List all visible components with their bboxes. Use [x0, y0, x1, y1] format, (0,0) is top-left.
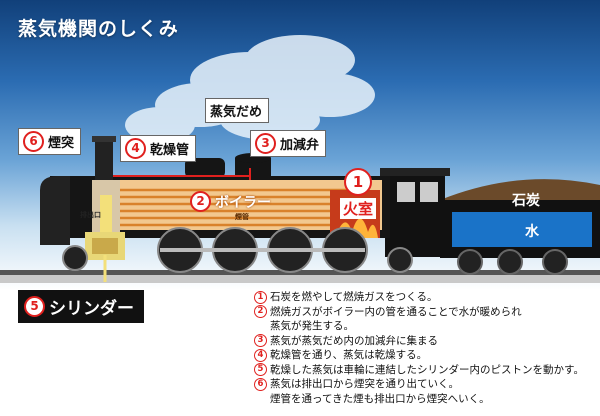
label-exhaust: 排出口: [80, 211, 101, 219]
number-badge: 6: [23, 131, 44, 152]
note-number: 6: [254, 377, 267, 391]
note-number: 2: [254, 305, 267, 319]
number-badge: 1: [344, 168, 372, 196]
label-throttle-valve: 3 加減弁: [250, 130, 327, 157]
note-line: 1 石炭を燃やして燃焼ガスをつくる。: [254, 290, 584, 305]
number-badge: 4: [125, 138, 146, 159]
label-text: 火室: [340, 198, 377, 219]
steam-dome: [235, 158, 271, 180]
note-text: 乾燥管を通り、蒸気は乾燥する。: [270, 349, 428, 361]
exhaust-pipe: [100, 195, 112, 235]
label-firebox: 1 火室: [340, 168, 377, 219]
note-number: 5: [254, 363, 267, 377]
chimney-stack: [95, 140, 113, 180]
boiler-body: [40, 136, 390, 245]
note-line: 5 乾燥した蒸気は車輪に連結したシリンダー内のピストンを動かす。: [254, 363, 584, 378]
note-text: 蒸気は排出口から煙突を通り出ていく。: [270, 378, 459, 390]
label-dryer-pipe: 4 乾燥管: [120, 135, 197, 162]
label-cylinder: 5 シリンダー: [18, 290, 144, 323]
note-number: 1: [254, 290, 267, 304]
note-line: 4 乾燥管を通り、蒸気は乾燥する。: [254, 348, 584, 363]
label-text: ボイラー: [215, 194, 271, 211]
label-chimney: 6 煙突: [18, 128, 82, 155]
cylinder-block: [85, 232, 125, 282]
number-badge: 3: [255, 133, 276, 154]
note-text: 蒸気が発生する。: [270, 320, 354, 332]
smoke-tubes: [120, 188, 350, 227]
note-line: 3 蒸気が蒸気だめ内の加減弁に集まる: [254, 334, 584, 349]
note-text: 乾燥した蒸気は車輪に連結したシリンダー内のピストンを動かす。: [270, 363, 584, 376]
label-smoke-tube: 煙管: [235, 213, 249, 221]
note-text: 石炭を燃やして燃焼ガスをつくる。: [270, 291, 438, 303]
label-text: シリンダー: [49, 299, 134, 319]
label-coal: 石炭: [512, 193, 540, 209]
driving-wheels: [62, 227, 413, 273]
label-text: 乾燥管: [150, 143, 190, 158]
water-tank: [452, 212, 592, 247]
label-boiler: 2 ボイラー: [190, 191, 271, 212]
note-line: 6 蒸気は排出口から煙突を通り出ていく。: [254, 377, 584, 392]
number-badge: 2: [190, 191, 211, 212]
page-title: 蒸気機関のしくみ: [18, 18, 179, 40]
locomotive-illustration: [0, 35, 600, 283]
note-line: 煙管を通ってきた煙も排出口から煙突へいく。: [254, 392, 584, 407]
note-line: 蒸気が発生する。: [254, 319, 584, 334]
label-water: 水: [525, 224, 539, 240]
note-number: 4: [254, 348, 267, 362]
label-text: 蒸気だめ: [210, 105, 263, 120]
steam-cloud: [125, 35, 375, 143]
rail: [0, 270, 600, 275]
cab: [380, 168, 450, 257]
tender: [440, 179, 600, 275]
explanation-list: 1 石炭を燃やして燃焼ガスをつくる。 2 燃焼ガスがボイラー内の管を通ることで水…: [254, 290, 584, 406]
number-badge: 5: [24, 296, 45, 317]
note-text: 蒸気が蒸気だめ内の加減弁に集まる: [270, 334, 438, 347]
label-steam-dome: 蒸気だめ: [205, 98, 270, 123]
coal-pile: [440, 179, 600, 200]
label-text: 加減弁: [280, 138, 320, 153]
rail-bed: [0, 275, 600, 283]
note-line: 2 燃焼ガスがボイラー内の管を通ることで水が暖められ: [254, 305, 584, 320]
note-text: 燃焼ガスがボイラー内の管を通ることで水が暖められ: [270, 305, 522, 318]
label-text: 煙突: [48, 136, 75, 151]
note-text: 煙管を通ってきた煙も排出口から煙突へいく。: [270, 392, 490, 405]
note-number: 3: [254, 334, 267, 348]
